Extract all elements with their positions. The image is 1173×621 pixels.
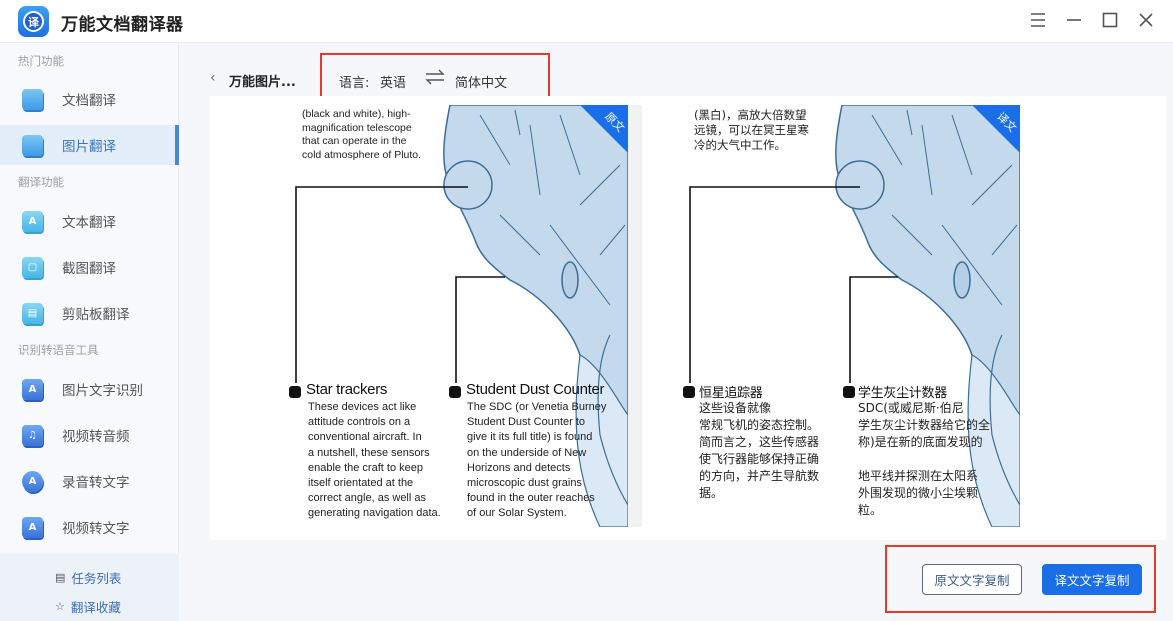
record-text-icon: A	[22, 470, 43, 492]
sidebar: 热门功能 文档翻译 图片翻译 翻译功能 A 文本翻译 ▢ 截图翻译 ▤ 剪贴板翻…	[0, 43, 179, 621]
task-list-label: 任务列表	[71, 571, 122, 586]
language-label: 语言:	[339, 76, 370, 91]
video-text-icon: A	[22, 516, 43, 538]
app-logo-icon: 译	[18, 6, 49, 37]
sidebar-item-document-translate[interactable]: 文档翻译	[0, 79, 179, 119]
app-logo-glyph: 译	[23, 11, 44, 32]
clipboard-icon: ▤	[22, 302, 43, 324]
back-button[interactable]: ‹	[210, 70, 216, 86]
actions-highlight-box	[885, 545, 1156, 613]
sidebar-item-label: 视频转文字	[62, 521, 130, 537]
star-icon: ☆	[55, 600, 65, 613]
task-list-link[interactable]: ▤ 任务列表	[55, 568, 121, 587]
spacecraft-illustration	[689, 105, 1020, 527]
target-language-select[interactable]: 简体中文	[455, 76, 508, 91]
original-top-caption: (black and white), high- magnification t…	[302, 108, 422, 161]
sidebar-item-label: 图片翻译	[62, 139, 116, 155]
original-heading-dust-counter: Student Dust Counter	[466, 381, 605, 398]
maximize-icon[interactable]	[1099, 9, 1121, 31]
sidebar-item-label: 截图翻译	[62, 261, 116, 277]
translated-image-pane: 译文 (黑白)，高放大倍数望 远镜，可以在冥王星寒 冷的大气中工作。 恒星追踪器…	[670, 105, 1020, 527]
sidebar-item-label: 录音转文字	[62, 475, 130, 491]
sidebar-item-video-to-audio[interactable]: ♫ 视频转音频	[0, 415, 179, 455]
sidebar-item-label: 文本翻译	[62, 215, 116, 231]
section-title-tools: 识别转语音工具	[18, 343, 99, 357]
sidebar-item-label: 视频转音频	[62, 429, 130, 445]
title-bar: 译 万能文档翻译器	[0, 0, 1173, 43]
minimize-icon[interactable]	[1063, 9, 1085, 31]
original-body-star-trackers: These devices act like attitude controls…	[308, 401, 441, 520]
favorites-link[interactable]: ☆ 翻译收藏	[55, 597, 121, 616]
sidebar-item-clipboard-translate[interactable]: ▤ 剪贴板翻译	[0, 293, 179, 333]
image-icon	[22, 134, 43, 156]
translated-body-star-trackers: 这些设备就像 常规飞机的姿态控制。 简而言之，这些传感器 使飞行器能够保持正确 …	[699, 401, 820, 500]
original-body-dust-counter: The SDC (or Venetia Burney Student Dust …	[467, 401, 607, 520]
app-title: 万能文档翻译器	[61, 15, 184, 35]
bullet-icon	[449, 386, 461, 398]
sidebar-item-record-to-text[interactable]: A 录音转文字	[0, 461, 179, 501]
sidebar-item-image-translate[interactable]: 图片翻译	[0, 125, 179, 165]
sidebar-item-ocr[interactable]: A 图片文字识别	[0, 369, 179, 409]
document-icon	[22, 88, 43, 110]
translated-body-dust-counter: SDC(或威尼斯·伯尼 学生灰尘计数器给它的全 称)是在新的底面发现的 地平线并…	[858, 401, 991, 517]
translated-heading-star-trackers: 恒星追踪器	[699, 386, 763, 401]
video-audio-icon: ♫	[22, 424, 43, 446]
original-badge: 原文	[580, 105, 628, 153]
close-icon[interactable]	[1135, 9, 1157, 31]
sidebar-item-text-translate[interactable]: A 文本翻译	[0, 201, 179, 241]
menu-icon[interactable]	[1027, 9, 1049, 31]
screenshot-icon: ▢	[22, 256, 43, 278]
swap-language-icon[interactable]	[424, 67, 446, 87]
translated-heading-dust-counter: 学生灰尘计数器	[858, 386, 947, 401]
copy-translated-text-button[interactable]: 译文文字复制	[1042, 564, 1142, 595]
sidebar-footer: ▤ 任务列表 ☆ 翻译收藏	[0, 554, 179, 621]
translated-badge: 译文	[972, 105, 1020, 153]
translated-top-caption: (黑白)，高放大倍数望 远镜，可以在冥王星寒 冷的大气中工作。	[694, 108, 809, 152]
sidebar-item-video-to-text[interactable]: A 视频转文字	[0, 507, 179, 547]
ocr-icon: A	[22, 378, 43, 400]
pane-divider	[628, 105, 642, 527]
breadcrumb: 万能图片...	[229, 75, 296, 90]
bullet-icon	[683, 386, 695, 398]
original-image-pane: 原文 (black and white), high- magnificatio…	[280, 105, 628, 527]
sidebar-item-screenshot-translate[interactable]: ▢ 截图翻译	[0, 247, 179, 287]
section-title-translate: 翻译功能	[18, 175, 64, 189]
sidebar-item-label: 文档翻译	[62, 93, 116, 109]
window-controls	[1027, 9, 1157, 31]
bullet-icon	[289, 386, 301, 398]
list-icon: ▤	[55, 571, 66, 584]
original-heading-star-trackers: Star trackers	[306, 381, 388, 398]
text-icon: A	[22, 210, 43, 232]
spacecraft-illustration	[295, 105, 628, 527]
sidebar-item-label: 剪贴板翻译	[62, 307, 130, 323]
source-language-select[interactable]: 英语	[380, 76, 407, 91]
section-title-hot: 热门功能	[18, 54, 64, 68]
favorites-label: 翻译收藏	[70, 600, 121, 615]
bullet-icon	[843, 386, 855, 398]
copy-original-text-button[interactable]: 原文文字复制	[922, 564, 1022, 595]
sidebar-item-label: 图片文字识别	[62, 383, 143, 399]
